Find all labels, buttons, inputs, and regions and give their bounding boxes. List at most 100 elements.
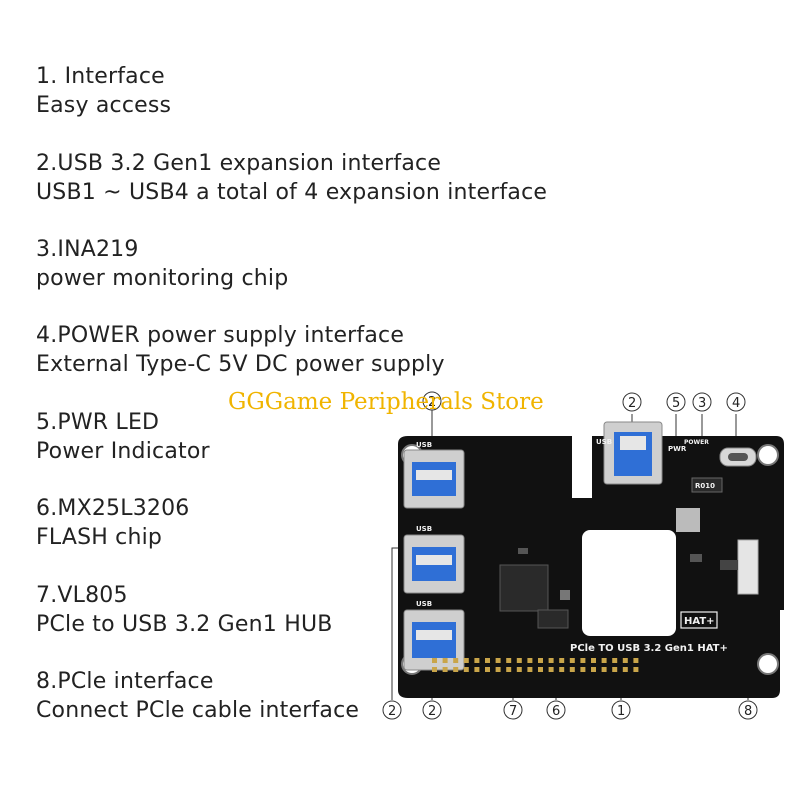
gpio-pin <box>591 658 596 663</box>
gpio-pin <box>622 658 628 663</box>
svg-text:8: 8 <box>744 704 752 719</box>
gpio-pin <box>453 658 459 663</box>
gpio-pin <box>516 667 522 672</box>
svg-text:2: 2 <box>388 704 396 719</box>
feature-title: 3.INA219 <box>36 237 139 262</box>
pcb-usb-label: USB <box>416 525 432 533</box>
feature-title: 1. Interface <box>36 64 165 89</box>
callout-5: 5 <box>666 392 686 412</box>
feature-title: 6.MX25L3206 <box>36 496 190 521</box>
svg-text:4: 4 <box>732 396 740 411</box>
mounting-hole <box>757 653 779 675</box>
callout-4: 4 <box>726 392 746 412</box>
feature-desc: USB1 ~ USB4 a total of 4 expansion inter… <box>36 180 548 205</box>
hat-label-box <box>680 611 718 629</box>
callout-1: 1 <box>611 700 631 720</box>
gpio-pin <box>569 667 575 672</box>
feature-desc: PCle to USB 3.2 Gen1 HUB <box>36 612 333 637</box>
callout-3: 3 <box>692 392 712 412</box>
pcb-pwr-label: PWR <box>668 445 687 453</box>
board-cutout <box>582 530 676 636</box>
gpio-pin <box>527 667 533 672</box>
callout-8: 8 <box>738 700 758 720</box>
gpio-pin <box>633 667 639 672</box>
pcb-hat-label: HAT+ <box>684 616 715 627</box>
pcb-usb-label: USB <box>416 441 432 449</box>
svg-text:1: 1 <box>617 704 625 719</box>
gpio-pin <box>612 667 618 672</box>
feature-8: 8.PCle interface Connect PCle cable inte… <box>36 667 359 725</box>
callout-6: 6 <box>546 700 566 720</box>
gpio-pin <box>485 667 490 672</box>
gpio-pin <box>612 658 618 663</box>
gpio-pin <box>474 667 480 672</box>
svg-text:3: 3 <box>698 396 706 411</box>
svg-text:7: 7 <box>509 704 517 719</box>
pcie-fpc-connector <box>737 539 759 595</box>
gpio-header <box>432 658 639 672</box>
flash-chip <box>537 609 569 629</box>
gpio-pin <box>548 667 554 672</box>
feature-desc: power monitoring chip <box>36 266 289 291</box>
gpio-pin <box>506 667 512 672</box>
svg-text:2: 2 <box>428 395 436 410</box>
callout-2: 2 <box>422 391 442 411</box>
smd-component <box>518 548 528 554</box>
inductor <box>676 508 700 532</box>
callout-2: 2 <box>422 700 442 720</box>
gpio-pin <box>538 667 543 672</box>
pcb-usb-label: USB <box>416 600 432 608</box>
gpio-pin <box>559 667 565 672</box>
feature-title: 5.PWR LED <box>36 410 160 435</box>
usb-port-3 <box>403 609 465 671</box>
feature-desc: Connect PCle cable interface <box>36 698 360 723</box>
type-c-slot <box>728 453 748 461</box>
gpio-pin <box>548 658 554 663</box>
gpio-pin <box>622 667 628 672</box>
feature-desc: External Type-C 5V DC power supply <box>36 352 445 377</box>
feature-desc: Power Indicator <box>36 439 210 464</box>
gpio-pin <box>591 667 596 672</box>
gpio-pin <box>580 667 586 672</box>
smd-component <box>690 554 702 562</box>
feature-6: 6.MX25L3206 FLASH chip <box>36 494 189 552</box>
gpio-pin <box>432 667 437 672</box>
gpio-pin <box>506 658 512 663</box>
gpio-pin <box>601 658 607 663</box>
callout-7: 7 <box>503 700 523 720</box>
svg-text:5: 5 <box>672 396 680 411</box>
gpio-pin <box>442 667 448 672</box>
gpio-pin <box>516 658 522 663</box>
feature-title: 4.POWER power supply interface <box>36 323 405 348</box>
gpio-pin <box>559 658 565 663</box>
gpio-pin <box>463 658 469 663</box>
callout-2: 2 <box>382 700 402 720</box>
gpio-pin <box>463 667 469 672</box>
gpio-pin <box>495 667 501 672</box>
gpio-pin <box>495 658 501 663</box>
svg-text:2: 2 <box>628 396 636 411</box>
feature-3: 3.INA219 power monitoring chip <box>36 235 288 293</box>
feature-title: 7.VL805 <box>36 583 128 608</box>
usb-port-4 <box>603 421 663 485</box>
gpio-pin <box>538 658 543 663</box>
pcb-chip-label: R010 <box>695 482 715 490</box>
gpio-pin <box>527 658 533 663</box>
ina219-chip <box>691 477 723 493</box>
gpio-pin <box>601 667 607 672</box>
callout-2: 2 <box>622 392 642 412</box>
feature-2: 2.USB 3.2 Gen1 expansion interface USB1 … <box>36 149 547 207</box>
usb-port-2 <box>403 534 465 594</box>
usb-port-1 <box>403 449 465 509</box>
gpio-pin <box>633 658 639 663</box>
svg-text:6: 6 <box>552 704 560 719</box>
feature-4: 4.POWER power supply interface External … <box>36 321 445 379</box>
smd-component <box>720 560 738 570</box>
feature-7: 7.VL805 PCle to USB 3.2 Gen1 HUB <box>36 581 333 639</box>
gpio-pin <box>580 658 586 663</box>
gpio-pin <box>453 667 459 672</box>
mounting-hole <box>757 444 779 466</box>
gpio-pin <box>485 658 490 663</box>
gpio-pin <box>474 658 480 663</box>
